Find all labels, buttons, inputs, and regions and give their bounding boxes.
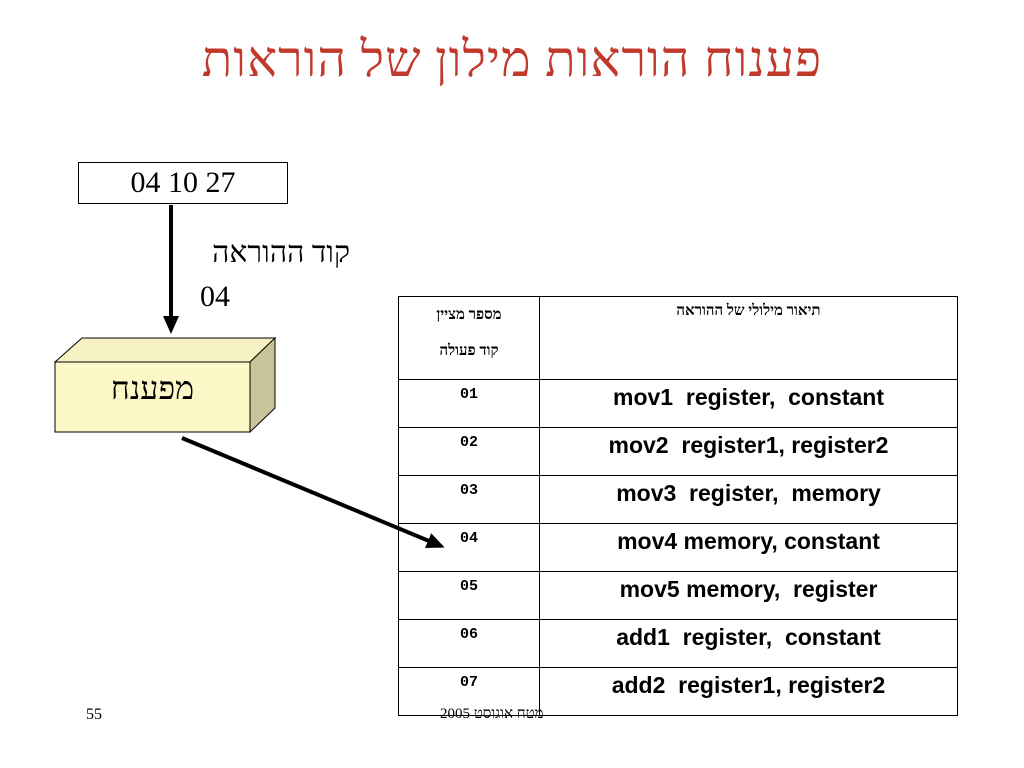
- table-row: 04 mov4 memory, constant: [398, 523, 958, 572]
- description-cell: mov3 register, memory: [539, 475, 958, 524]
- footer-text: מטח אוגוסט 2005: [440, 706, 544, 722]
- opcode-cell: 03: [398, 475, 540, 524]
- opcode-cell: 07: [398, 667, 540, 716]
- slide-number: 55: [86, 706, 102, 723]
- opcode-cell: 05: [398, 571, 540, 620]
- opcode-cell: 06: [398, 619, 540, 668]
- header-opcode-cell: מספר מציין קוד פעולה: [398, 296, 540, 380]
- table-row: 05 mov5 memory, register: [398, 571, 958, 620]
- description-cell: mov5 memory, register: [539, 571, 958, 620]
- description-cell: add2 register1, register2: [539, 667, 958, 716]
- slide-title: פענוח הוראות מילון של הוראות: [201, 31, 823, 87]
- header-description-cell: תיאור מילולי של ההוראה: [539, 296, 958, 380]
- header-opcode-line1: מספר מציין: [436, 307, 502, 323]
- opcode-value: 04: [200, 280, 230, 313]
- opcode-label: קוד ההוראה: [212, 236, 350, 269]
- instruction-code-box: 04 10 27: [78, 162, 288, 204]
- header-opcode-line2: קוד פעולה: [439, 343, 499, 359]
- table-row: 02 mov2 register1, register2: [398, 427, 958, 476]
- decoder-label: מפענח: [110, 370, 195, 406]
- table-row: 07 add2 register1, register2: [398, 667, 958, 716]
- description-cell: mov4 memory, constant: [539, 523, 958, 572]
- lookup-arrow: [181, 436, 445, 548]
- opcode-cell: 04: [398, 523, 540, 572]
- instruction-dictionary-table: מספר מציין קוד פעולה תיאור מילולי של ההו…: [398, 296, 958, 716]
- opcode-cell: 02: [398, 427, 540, 476]
- table-header-row: מספר מציין קוד פעולה תיאור מילולי של ההו…: [398, 296, 958, 380]
- description-cell: add1 register, constant: [539, 619, 958, 668]
- description-cell: mov1 register, constant: [539, 379, 958, 428]
- description-cell: mov2 register1, register2: [539, 427, 958, 476]
- table-row: 06 add1 register, constant: [398, 619, 958, 668]
- opcode-cell: 01: [398, 379, 540, 428]
- decoder-box: [53, 336, 277, 434]
- table-row: 01 mov1 register, constant: [398, 379, 958, 428]
- table-row: 03 mov3 register, memory: [398, 475, 958, 524]
